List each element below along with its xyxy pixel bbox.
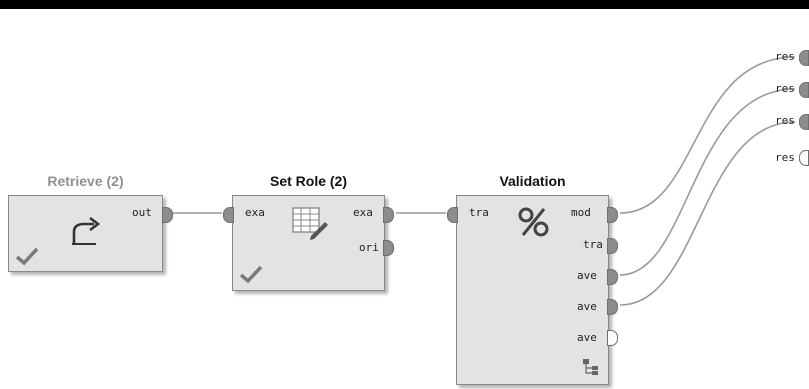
validation-port-in-label: tra <box>469 206 489 219</box>
subprocess-icon[interactable] <box>582 358 600 376</box>
validation-output-port-ave2[interactable] <box>607 299 618 315</box>
percent-icon <box>518 207 549 237</box>
retrieve-output-port[interactable] <box>162 207 173 223</box>
wire-ave-to-res3 <box>619 121 796 306</box>
checkmark-icon <box>239 265 263 284</box>
setrole-port-in-label: exa <box>245 206 265 219</box>
retrieve-operator[interactable]: out <box>8 195 173 272</box>
wire-ave-to-res2 <box>619 88 796 276</box>
validation-output-port-ave1[interactable] <box>607 269 618 285</box>
validation-input-port[interactable] <box>447 207 458 223</box>
validation-output-port-mod[interactable] <box>607 207 618 223</box>
result-port-2[interactable] <box>799 82 809 98</box>
result-label-2: res <box>775 82 795 95</box>
retrieve-arrow-icon <box>72 216 101 245</box>
result-port-1[interactable] <box>799 50 809 66</box>
validation-port-ave1-label: ave <box>577 269 597 282</box>
top-toolbar-bar <box>0 0 809 9</box>
table-edit-icon <box>292 207 328 240</box>
setrole-input-port[interactable] <box>223 207 234 223</box>
setrole-operator[interactable]: exa exa ori <box>223 195 394 291</box>
validation-operator[interactable]: tra mod tra ave ave ave <box>447 195 618 385</box>
validation-port-ave2-label: ave <box>577 300 597 313</box>
setrole-port-out2-label: ori <box>359 241 379 254</box>
validation-output-port-tra[interactable] <box>607 238 618 254</box>
result-label-4: res <box>775 151 795 164</box>
result-port-3[interactable] <box>799 114 809 130</box>
result-port-4[interactable] <box>799 150 809 166</box>
setrole-port-out1-label: exa <box>353 206 373 219</box>
retrieve-title: Retrieve (2) <box>47 173 124 189</box>
setrole-title: Set Role (2) <box>269 173 347 189</box>
checkmark-icon <box>15 247 39 266</box>
wire-mod-to-res1 <box>619 56 796 214</box>
retrieve-port-out-label: out <box>132 206 152 219</box>
result-label-3: res <box>775 114 795 127</box>
validation-port-mod-label: mod <box>571 206 591 219</box>
validation-port-tra-label: tra <box>583 238 603 251</box>
setrole-output-port-exa[interactable] <box>383 207 394 223</box>
validation-title: Validation <box>499 173 566 189</box>
setrole-output-port-ori[interactable] <box>383 240 394 256</box>
validation-output-port-ave3[interactable] <box>607 330 618 346</box>
validation-port-ave3-label: ave <box>577 331 597 344</box>
result-label-1: res <box>775 50 795 63</box>
